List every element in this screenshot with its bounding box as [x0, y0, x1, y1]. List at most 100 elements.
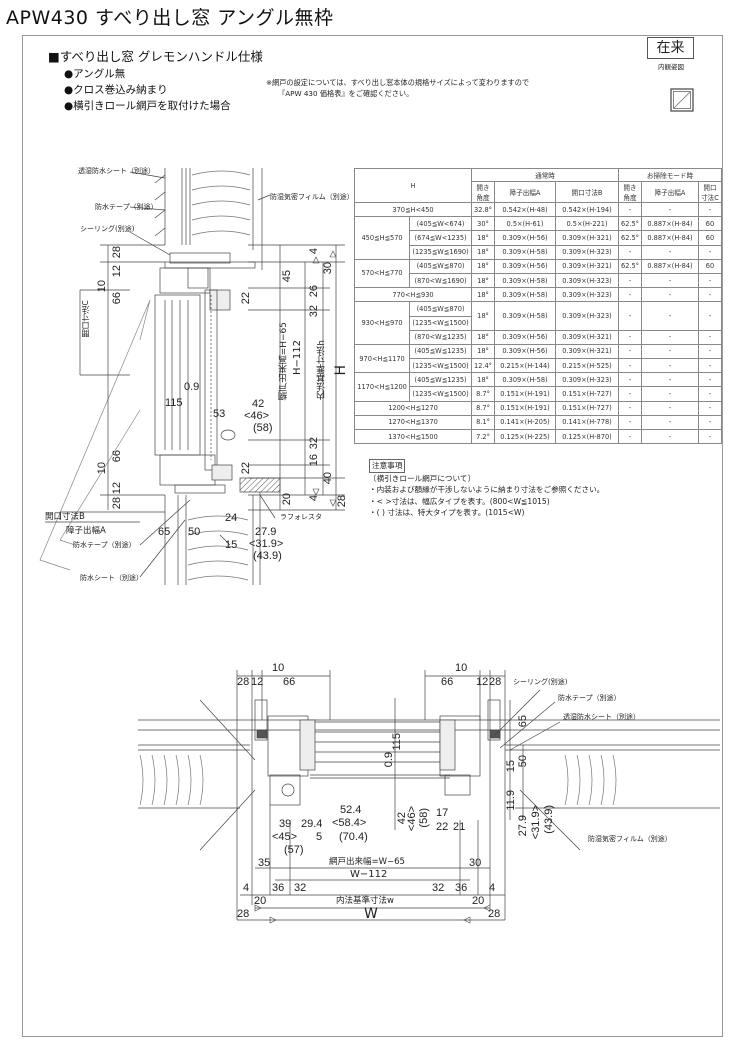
w-minus-112-label: W−112	[350, 869, 388, 880]
dim: 20	[254, 895, 267, 907]
caution-heading: 注意事項	[369, 459, 406, 473]
opening-b-label: 開口寸法B	[45, 512, 85, 522]
dim: 66	[441, 676, 454, 688]
dim: 29.4	[301, 818, 323, 830]
plan-vapor-film-label: 防湿気密フィルム（別途）	[588, 835, 672, 843]
caution-item: ・< >寸法は、幅広タイプを表す。(800<W≦1015)	[369, 496, 550, 506]
dim: (57)	[284, 844, 304, 856]
dim: 42	[252, 398, 265, 410]
dim: 28	[111, 246, 123, 259]
dim: 66	[283, 676, 296, 688]
caution-item: ・内装および額縁が干渉しないように納まり寸法をご参照ください。	[369, 485, 605, 494]
table-row: (674≦W<1235) 18° 0.309×(H-56) 0.309×(H-3…	[355, 230, 722, 246]
dim: 36	[455, 882, 468, 894]
dim: 30	[469, 857, 482, 869]
cell-c: -	[698, 201, 722, 218]
dim: 12	[111, 482, 123, 495]
dim: 115	[165, 397, 183, 409]
caution-item: ・( ) 寸法は、特大タイプを表す。(1015<W)	[369, 508, 525, 517]
dim: 66	[111, 450, 123, 463]
dim: 27.9	[517, 815, 529, 837]
dim: (58)	[418, 808, 430, 828]
cell-angle2: -	[618, 201, 642, 218]
cell-angle: 18°	[471, 301, 495, 331]
cell-h: 450≦H≦570	[353, 216, 411, 260]
dim: 10	[96, 462, 108, 475]
lath-label: ラフォレスタ	[280, 513, 322, 521]
cell-c: 60	[698, 216, 722, 232]
sash-a-label: 障子出幅A	[66, 526, 106, 536]
waterproof-tape-bottom-label: 防水テープ（別途）	[73, 541, 136, 549]
dim: 4	[489, 882, 496, 894]
plan-sealing-label: シーリング(別途)	[513, 678, 568, 686]
screen-note-line: 『APW 430 価格表』をご確認ください。	[278, 89, 414, 98]
dim: 20	[281, 493, 293, 506]
dim: 21	[453, 821, 466, 833]
dim: 45	[281, 270, 293, 283]
dim: 66	[111, 292, 123, 305]
screen-width-label: 網戸出来幅=W−65	[329, 857, 405, 867]
cell-a: 0.125×(H-225)	[494, 428, 556, 445]
cell-h: 970<H≦1170	[353, 343, 411, 374]
dim: 10	[272, 662, 285, 674]
dim: 115	[391, 733, 403, 751]
h-label: H	[333, 365, 349, 376]
waterproof-tape-label: 防水テープ（別途）	[95, 203, 158, 211]
dim: 10	[96, 280, 108, 293]
inner-h-label: 内法基準寸法h	[317, 340, 327, 400]
cell-c: -	[698, 414, 722, 431]
dim: (58)	[253, 422, 273, 434]
dim: 10	[455, 662, 468, 674]
table-row: 450≦H≦570 (405≦W<674) 30° 0.5×(H-61) 0.5…	[353, 216, 722, 260]
dim: 32	[308, 437, 320, 450]
feature-list: ●アングル無 ●クロス巻込み納まり ●横引きロール網戸を取付けた場合	[64, 66, 231, 114]
table-row: (870<W≦1235) 18° 0.309×(H-56) 0.309×(H-3…	[355, 329, 722, 345]
dim: 35	[258, 857, 271, 869]
caution-subheading: 〔横引きロール網戸について〕	[369, 473, 476, 483]
dim: 17	[436, 807, 449, 819]
caution-notes: 注意事項 〔横引きロール網戸について〕 ・内装および額縁が干渉しないように納まり…	[369, 459, 604, 519]
w-label: W	[364, 906, 378, 922]
table-row: 1370<H≦1500 7.2° 0.125×(H-225) 0.125×(H-…	[354, 428, 722, 445]
dim: <46>	[406, 806, 418, 832]
construction-type-badge: 在来	[647, 37, 694, 59]
waterproof-sheet-label: 防水シート（別途）	[80, 574, 143, 582]
screen-note-line: ※網戸の設定については、すべり出し窓本体の規格サイズによって変わりますので	[266, 78, 530, 87]
cell-c: 60	[698, 230, 722, 246]
screen-note: ※網戸の設定については、すべり出し窓本体の規格サイズによって変わりますので 『A…	[266, 77, 529, 99]
drawing-frame	[22, 35, 723, 1037]
dim: 4	[308, 495, 320, 502]
dim: 20	[472, 895, 485, 907]
dim: 50	[188, 526, 201, 538]
dim: 30	[322, 262, 334, 275]
dim: 15	[505, 760, 517, 773]
dim: <45>	[272, 831, 298, 843]
dim: 27.9	[255, 526, 277, 538]
vapor-film-label: 防湿気密フィルム（別途）	[270, 193, 354, 201]
dim: 5	[316, 831, 323, 843]
cell-c: -	[698, 301, 722, 331]
plan-waterproof-tape-label: 防水テープ（別途）	[558, 694, 621, 702]
cell-b: 0.309×(H-321)	[555, 230, 619, 246]
cell-a: 0.542×(H-48)	[494, 201, 556, 218]
dim: 15	[225, 539, 238, 551]
dim: 65	[517, 715, 529, 728]
table-row: 1170<H≦1200 (405≦W≦1235) 18° 0.309×(H-58…	[353, 372, 722, 402]
dim: 32	[308, 305, 320, 318]
dim: 50	[517, 755, 529, 768]
cell-angle2: 62.5°	[618, 216, 642, 232]
table-row: 930<H≦970 (405≦W≦870) 18° 0.309×(H-58) 0…	[353, 301, 722, 345]
dim: <58.4>	[332, 817, 367, 829]
table-row: 370≦H<450 32.8° 0.542×(H-48) 0.542×(H-19…	[354, 201, 722, 218]
page-title: APW430 すべり出し窓 アングル無枠	[6, 7, 334, 29]
dim: 28	[111, 497, 123, 510]
dim: (43.9)	[543, 805, 555, 834]
dim: (43.9)	[253, 550, 282, 562]
dim: 28	[336, 495, 348, 508]
dim: 28	[237, 676, 250, 688]
dim: 36	[272, 882, 285, 894]
dim: 24	[225, 512, 238, 524]
cell-h: 1370<H≦1500	[354, 428, 472, 445]
dim: 12	[251, 676, 264, 688]
screen-height-label: 網戸出来高=H−65	[279, 322, 289, 401]
